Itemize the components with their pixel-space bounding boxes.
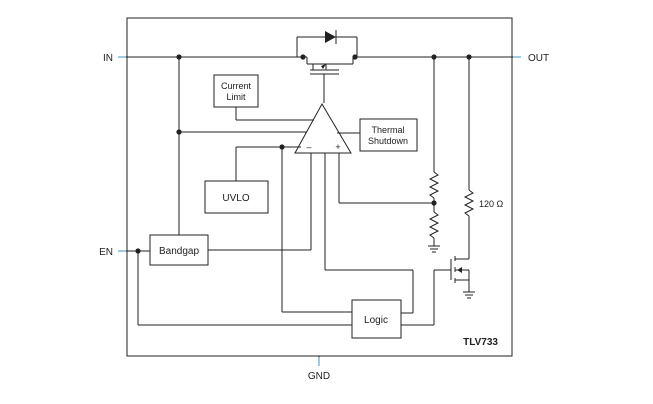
thermal-shutdown-block <box>359 118 418 152</box>
pin-out-label: OUT <box>528 53 549 64</box>
uvlo-label: UVLO <box>222 193 249 204</box>
bandgap-block <box>149 234 209 266</box>
pin-leads <box>118 56 521 366</box>
device-outline <box>126 17 513 357</box>
junction-dot <box>352 54 358 60</box>
thermal-shutdown-label-line1: Thermal <box>371 125 404 135</box>
error-amplifier: – + <box>294 102 352 154</box>
discharge-resistor <box>457 57 475 260</box>
resistor-label: 120 Ω <box>479 199 504 209</box>
pin-en-label: EN <box>99 247 113 258</box>
thermal-shutdown-label-line2: Shutdown <box>368 136 408 146</box>
pin-in-label: IN <box>103 53 113 64</box>
uvlo-block <box>204 180 269 214</box>
pin-gnd-label: GND <box>308 371 330 382</box>
logic-block <box>351 299 402 339</box>
bandgap-label: Bandgap <box>159 246 199 257</box>
supply-rail <box>127 56 512 65</box>
pass-transistor <box>310 64 339 103</box>
junction-dot <box>300 54 306 60</box>
logic-label: Logic <box>364 315 388 326</box>
amp-inverting-label: – <box>306 142 311 152</box>
amp-non-inverting-label: + <box>335 142 340 152</box>
body-diode <box>296 30 358 57</box>
discharge-transistor <box>450 256 475 299</box>
part-number-label: TLV733 <box>463 337 498 348</box>
feedback-divider <box>428 57 440 253</box>
current-limit-label-line2: Limit <box>226 92 246 102</box>
current-limit-block <box>213 74 259 108</box>
current-limit-label-line1: Current <box>221 81 252 91</box>
